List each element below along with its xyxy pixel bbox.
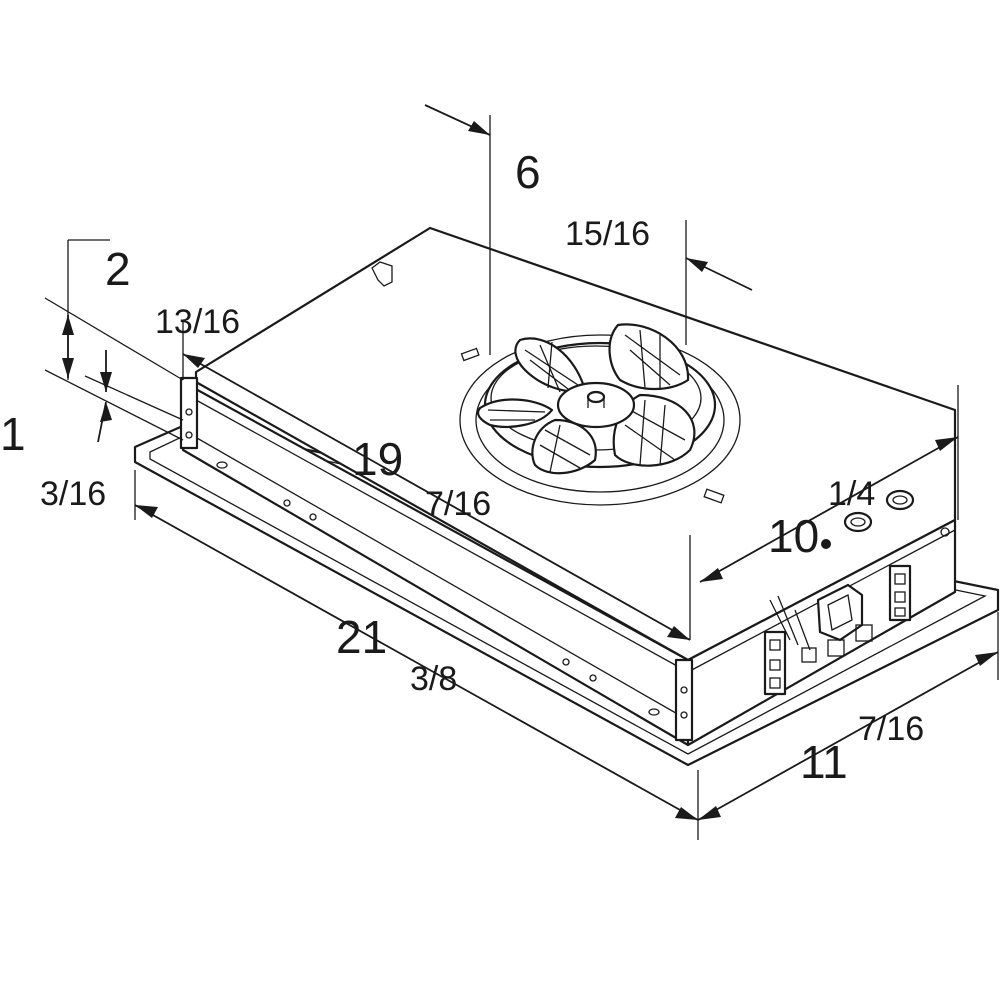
dim-2-whole: 2 xyxy=(105,243,131,295)
dim-21-fraction: 3/8 xyxy=(410,660,457,698)
dimension-lines xyxy=(44,104,999,840)
dimension-labels: 21 3/8 19 7/16 11 7/16 10 1/4 6 15/16 2 … xyxy=(0,146,924,788)
knockout-2 xyxy=(885,489,915,511)
dim-6-fraction: 15/16 xyxy=(565,215,650,253)
dim-6-whole: 6 xyxy=(515,146,541,198)
dim-19-whole: 19 xyxy=(352,433,403,485)
fan-hub xyxy=(556,381,636,429)
electrical-box xyxy=(763,489,950,696)
dim-1-fraction: 3/16 xyxy=(40,475,106,513)
fan-blade-2 xyxy=(608,323,690,390)
fan-collar xyxy=(459,334,741,506)
knockout-1 xyxy=(843,511,873,533)
dim-10-fraction: 1/4 xyxy=(828,475,875,513)
top-clip xyxy=(371,261,393,287)
dim-11-fraction: 7/16 xyxy=(858,710,924,748)
blower-fan xyxy=(459,323,741,506)
dim-19-fraction: 7/16 xyxy=(425,485,491,523)
terminal-block-1 xyxy=(763,630,787,696)
left-bracket xyxy=(179,376,199,450)
dim-11-whole: 11 xyxy=(800,736,848,788)
dim-2-fraction: 13/16 xyxy=(155,303,240,341)
dim-10-whole: 10 xyxy=(768,510,819,562)
dim-1-whole: 1 xyxy=(0,408,26,460)
dim-21-whole: 21 xyxy=(336,611,387,663)
right-bracket xyxy=(674,658,694,742)
screw xyxy=(821,539,831,549)
fan-blade-4 xyxy=(531,418,597,475)
